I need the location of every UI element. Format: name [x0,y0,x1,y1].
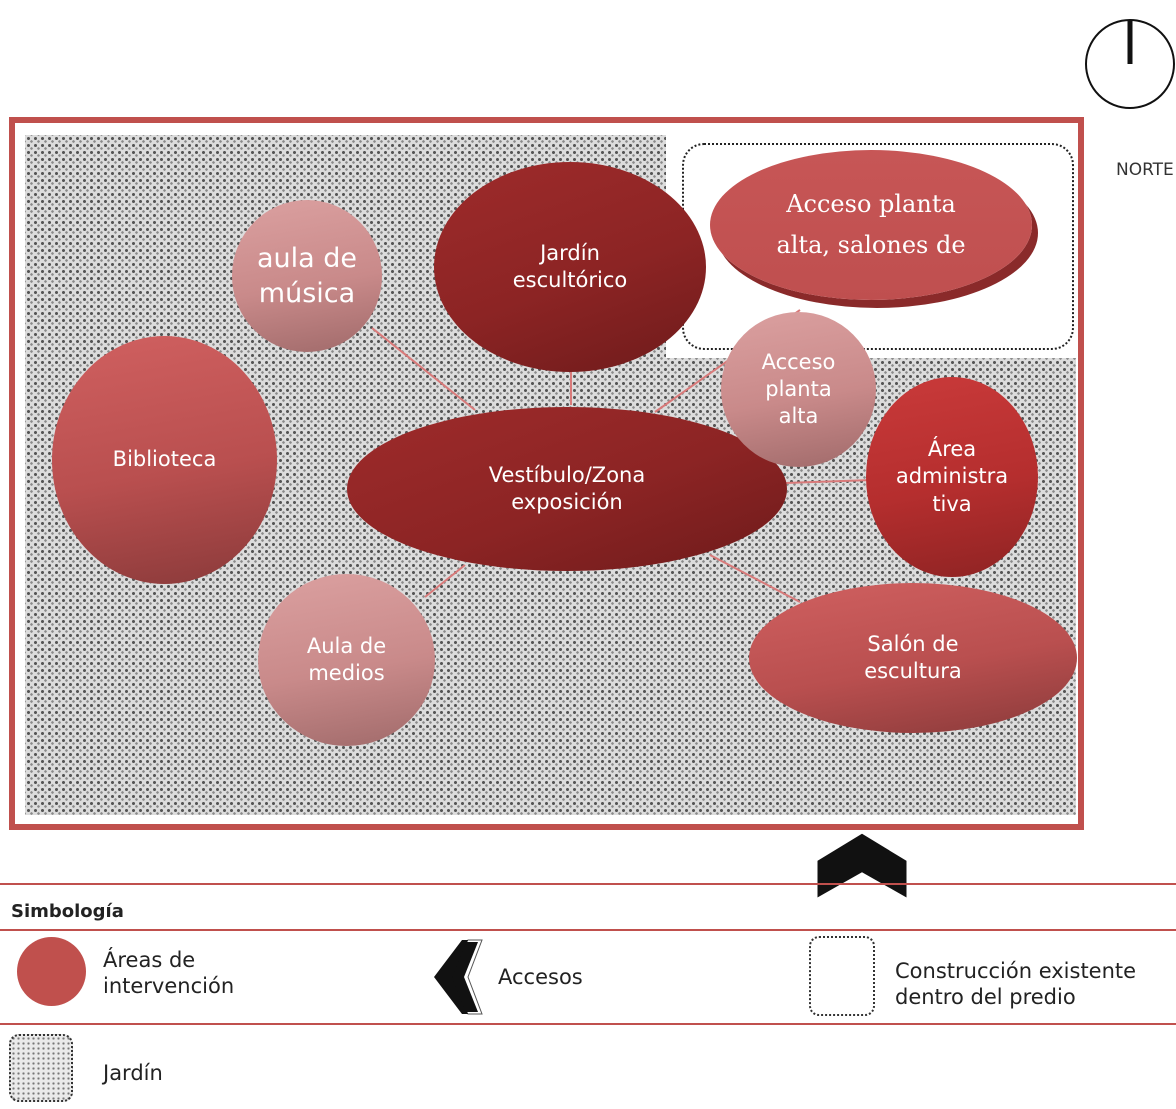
site-boundary [9,117,1084,830]
legend-access-label: Accesos [498,965,583,989]
legend-top-rule [0,883,1176,885]
legend-garden-icon [9,1034,73,1102]
node-jardin-escultorico: Jardín escultórico [434,162,706,372]
node-vestibulo: Vestíbulo/Zona exposición [347,407,787,571]
legend-rule-bottom [0,1023,1176,1025]
connector-admin [784,479,873,484]
legend-rule [0,929,1176,931]
node-acceso-planta-alta: Acceso planta alta [721,312,876,467]
node-biblioteca: Biblioteca [52,336,277,584]
node-area-administrativa: Área administra tiva [866,377,1038,577]
connector-salon [709,554,801,603]
node-salon-escultura: Salón de escultura [749,583,1077,733]
legend-existing-construction-label: Construcción existente dentro del predio [895,959,1137,1010]
node-acceso-planta-alta-salones: Acceso planta alta, salones de [710,150,1032,300]
legend-title: Simbología [11,901,124,922]
legend-existing-construction-icon [809,936,875,1016]
connector-musica [371,327,476,411]
connector-medios [424,564,466,598]
main-access-arrow-icon [814,830,910,903]
north-arrow-icon [1085,19,1175,109]
node-aula-medios: Aula de medios [258,574,435,746]
legend-garden-label: Jardín [103,1061,163,1085]
north-label: NORTE [1116,160,1174,180]
legend-intervention-area-icon [17,937,86,1006]
node-aula-musica: aula de música [232,200,382,352]
legend-intervention-label: Áreas de intervención [103,948,235,999]
legend-access-icon [434,939,483,1015]
